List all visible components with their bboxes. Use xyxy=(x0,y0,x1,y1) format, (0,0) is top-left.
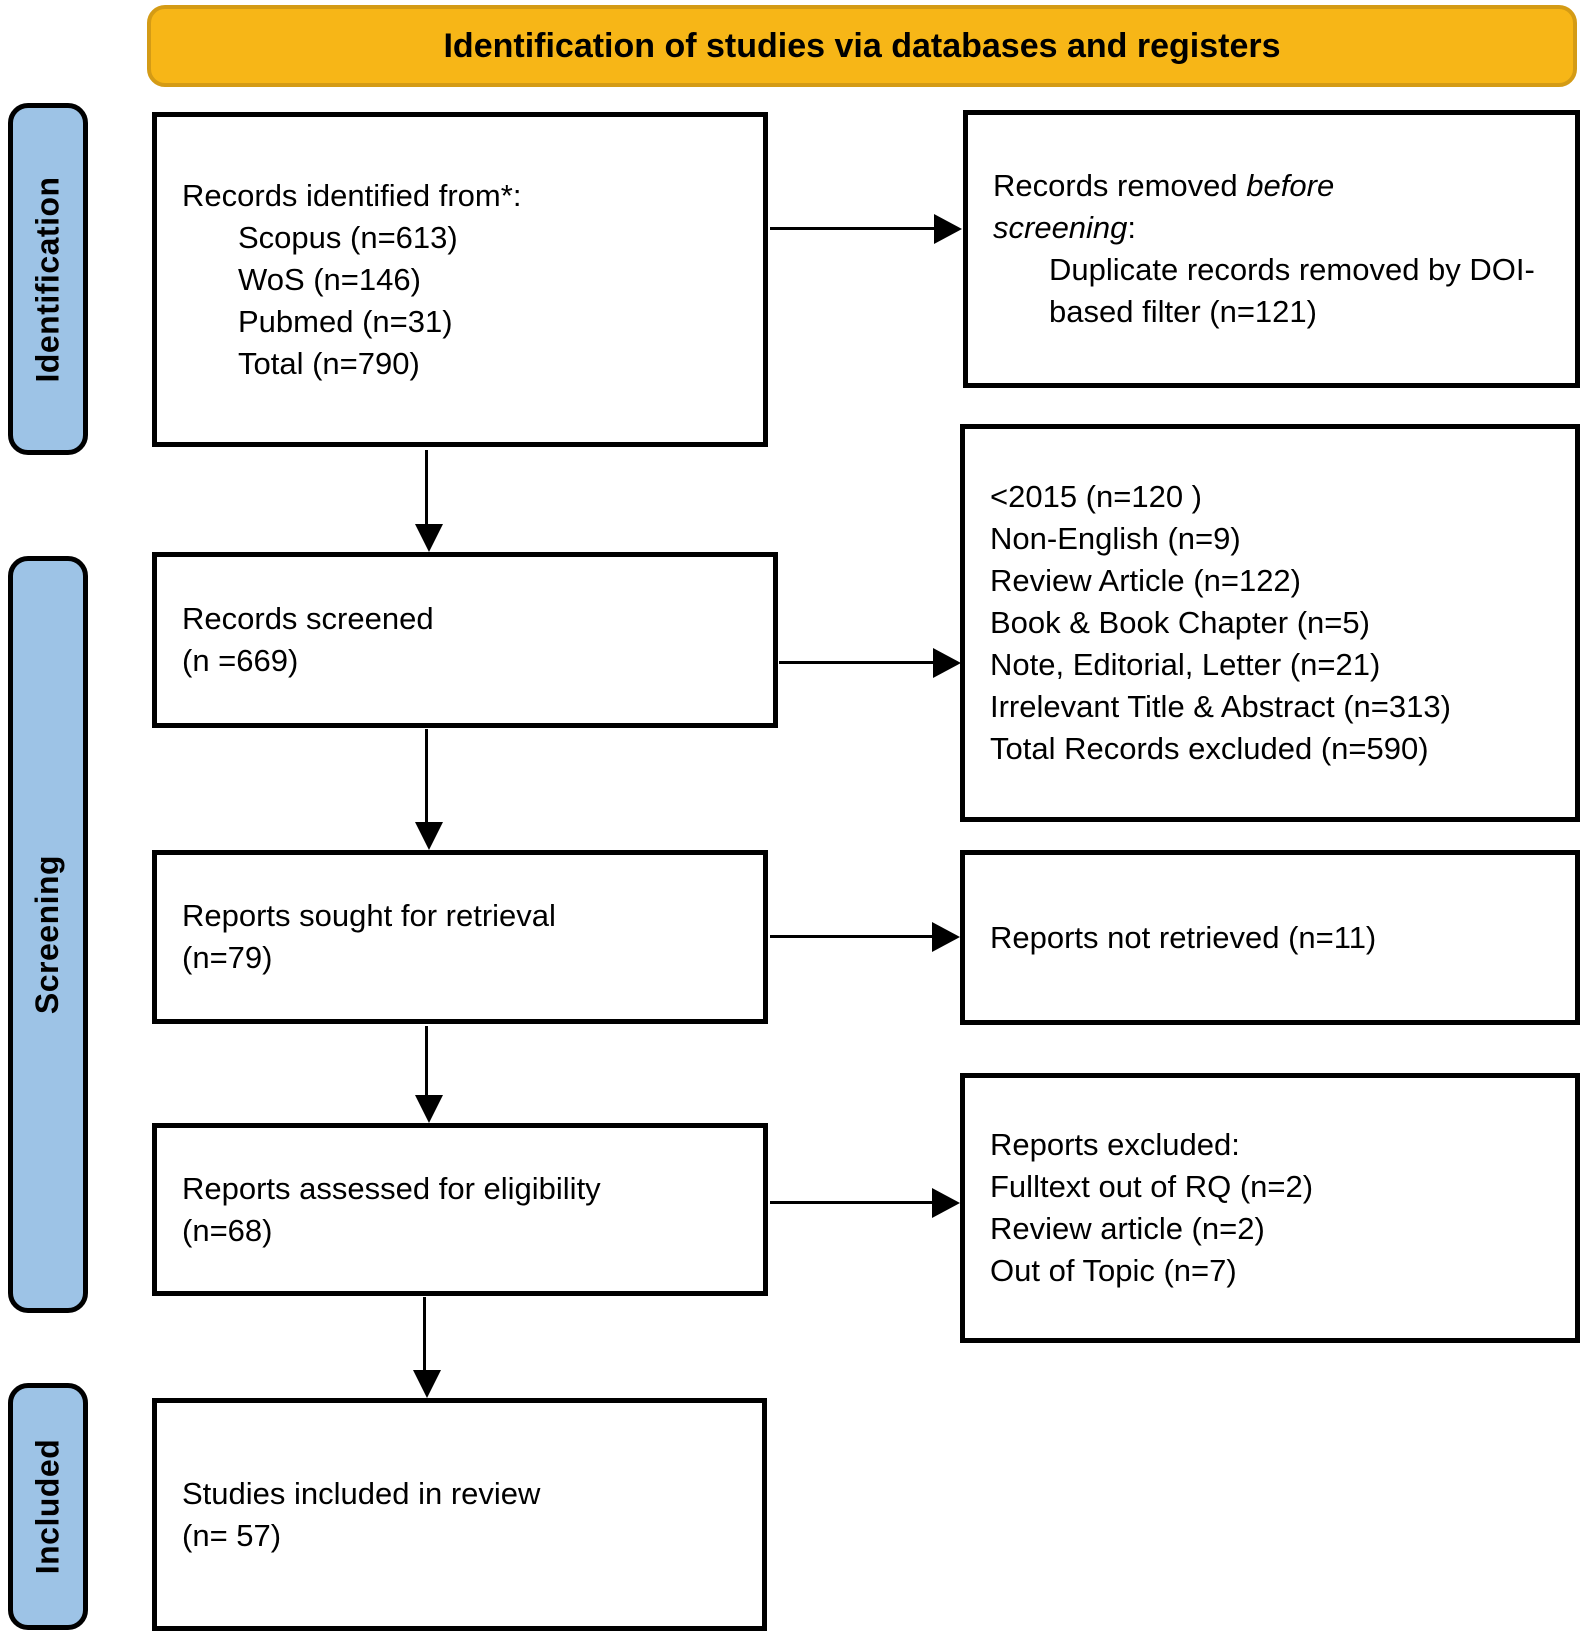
reports-excluded-item-fulltext: Fulltext out of RQ (n=2) xyxy=(990,1169,1314,1204)
stage-label-identification-text: Identification xyxy=(29,175,66,383)
reports-excluded-item-review: Review article (n=2) xyxy=(990,1211,1265,1246)
records-removed-title-suffix: : xyxy=(1127,210,1137,245)
arrow-sought-to-assessed xyxy=(415,1026,443,1123)
records-removed-title-prefix: Records removed xyxy=(993,168,1247,203)
records-removed-title: Records removed before screening: xyxy=(993,165,1463,249)
stage-label-included-text: Included xyxy=(29,1438,66,1575)
reports-assessed-box: Reports assessed for eligibility (n=68) xyxy=(152,1123,768,1296)
records-screened-box: Records screened (n =669) xyxy=(152,552,778,728)
records-removed-title-italic: before screening xyxy=(993,168,1335,245)
records-excluded-box: <2015 (n=120 ) Non-English (n=9) Review … xyxy=(960,424,1580,822)
arrow-screened-to-excluded xyxy=(779,648,961,678)
arrow-sought-to-not-retrieved xyxy=(770,922,960,952)
records-identified-title: Records identified from*: xyxy=(182,177,522,213)
reports-sought-box: Reports sought for retrieval (n=79) xyxy=(152,850,768,1024)
records-excluded-item-review: Review Article (n=122) xyxy=(990,563,1301,598)
reports-assessed-label: Reports assessed for eligibility xyxy=(182,1170,601,1206)
studies-included-count: (n= 57) xyxy=(182,1517,282,1553)
records-screened-label: Records screened xyxy=(182,601,434,636)
arrow-identified-to-screened xyxy=(415,450,443,552)
records-excluded-item-year: <2015 (n=120 ) xyxy=(990,479,1203,514)
arrow-screened-to-sought xyxy=(415,729,443,850)
records-excluded-item-irrelevant: Irrelevant Title & Abstract (n=313) xyxy=(990,689,1451,724)
records-identified-item-wos: WoS (n=146) xyxy=(238,261,421,297)
reports-sought-label: Reports sought for retrieval xyxy=(182,898,556,933)
reports-not-retrieved-box: Reports not retrieved (n=11) xyxy=(960,850,1580,1025)
records-identified-item-scopus: Scopus (n=613) xyxy=(238,219,458,255)
reports-excluded-item-topic: Out of Topic (n=7) xyxy=(990,1253,1237,1288)
reports-excluded-box: Reports excluded: Fulltext out of RQ (n=… xyxy=(960,1073,1580,1343)
diagram-title: Identification of studies via databases … xyxy=(443,26,1281,65)
records-excluded-item-note: Note, Editorial, Letter (n=21) xyxy=(990,647,1381,682)
stage-label-screening: Screening xyxy=(8,556,88,1313)
stage-label-identification: Identification xyxy=(8,103,88,455)
records-excluded-item-book: Book & Book Chapter (n=5) xyxy=(990,605,1370,640)
arrow-assessed-to-included xyxy=(413,1297,441,1398)
records-identified-item-total: Total (n=790) xyxy=(238,345,420,381)
studies-included-box: Studies included in review (n= 57) xyxy=(152,1398,767,1631)
studies-included-label: Studies included in review xyxy=(182,1475,541,1511)
records-excluded-item-language: Non-English (n=9) xyxy=(990,521,1241,556)
records-removed-item-duplicates: Duplicate records removed by DOI-based f… xyxy=(1049,252,1535,329)
records-identified-box: Records identified from*: Scopus (n=613)… xyxy=(152,112,768,447)
arrow-assessed-to-excluded xyxy=(770,1188,960,1218)
arrow-identified-to-removed xyxy=(770,214,962,244)
diagram-title-banner: Identification of studies via databases … xyxy=(147,5,1577,87)
stage-label-included: Included xyxy=(8,1383,88,1630)
reports-sought-count: (n=79) xyxy=(182,940,273,975)
reports-assessed-count: (n=68) xyxy=(182,1212,273,1248)
records-removed-box: Records removed before screening: Duplic… xyxy=(963,110,1580,388)
records-excluded-item-total: Total Records excluded (n=590) xyxy=(990,731,1429,766)
reports-excluded-title: Reports excluded: xyxy=(990,1127,1240,1162)
stage-label-screening-text: Screening xyxy=(29,854,66,1015)
reports-not-retrieved-label: Reports not retrieved (n=11) xyxy=(990,919,1377,955)
records-identified-item-pubmed: Pubmed (n=31) xyxy=(238,303,453,339)
records-screened-count: (n =669) xyxy=(182,643,299,678)
